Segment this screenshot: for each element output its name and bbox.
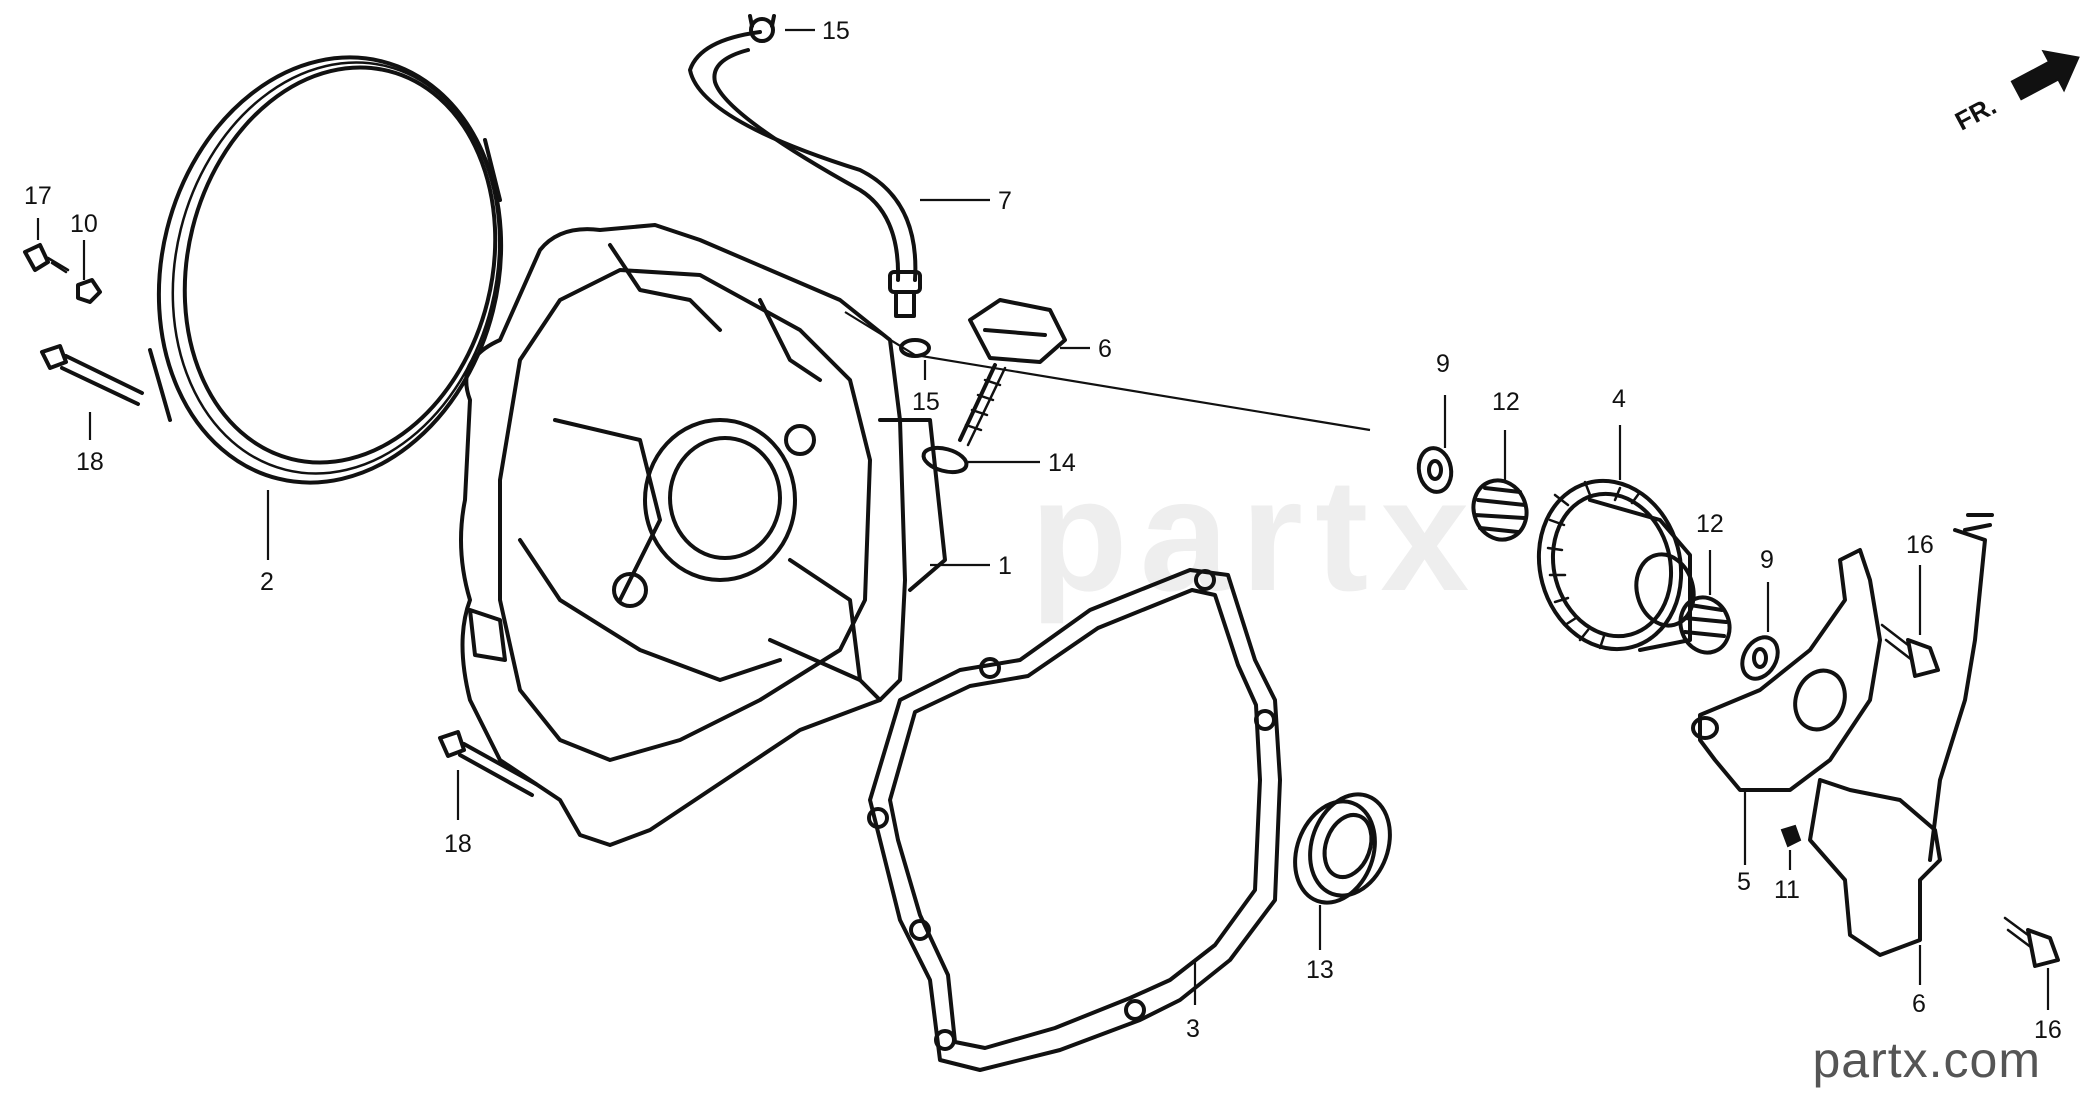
callout-3: 3 — [1186, 1015, 1200, 1043]
bolt-upper-right[interactable] — [1880, 623, 1940, 678]
callout-15-lower: 15 — [912, 388, 940, 416]
callout-5: 5 — [1737, 868, 1751, 896]
oil-seal[interactable] — [1282, 783, 1404, 914]
watermark: partx — [1030, 445, 1481, 624]
callout-10: 10 — [70, 210, 98, 238]
washer-upper[interactable] — [1415, 446, 1454, 495]
nut-small[interactable] — [76, 278, 102, 304]
callout-12-lower: 12 — [1696, 510, 1724, 538]
gear[interactable] — [1520, 465, 1701, 665]
callout-4: 4 — [1612, 385, 1626, 413]
callout-9-upper: 9 — [1436, 350, 1450, 378]
callout-18-lower: 18 — [444, 830, 472, 858]
brand-footer: partx.com — [1812, 1032, 2041, 1088]
callout-17: 17 — [24, 182, 52, 210]
governor-plate[interactable] — [1691, 548, 1882, 792]
oil-filler-cap[interactable] — [958, 298, 1067, 447]
long-bolt-lower[interactable] — [438, 730, 538, 797]
callout-16-lower: 16 — [2034, 1016, 2062, 1044]
cover-gasket[interactable] — [867, 568, 1282, 1072]
washer-lower[interactable] — [1735, 631, 1785, 685]
callout-15-top: 15 — [822, 17, 850, 45]
arrow-icon — [2010, 49, 2080, 101]
callout-1: 1 — [998, 552, 1012, 580]
callout-13: 13 — [1306, 956, 1334, 984]
callout-14: 14 — [1048, 449, 1076, 477]
callout-2: 2 — [260, 568, 274, 596]
bracket[interactable] — [1808, 513, 1994, 957]
bolt-lower-right[interactable] — [2003, 916, 2060, 968]
o-ring[interactable] — [921, 444, 969, 477]
leader-lines — [36, 28, 2050, 1010]
breather-tube[interactable] — [688, 30, 922, 318]
nut-bracket[interactable] — [1780, 824, 1802, 848]
bearing-upper[interactable] — [1465, 473, 1534, 547]
ring-belt[interactable] — [115, 21, 545, 520]
front-direction-arrow: FR. — [1950, 49, 2080, 136]
fr-label: FR. — [1950, 90, 2001, 136]
callout-18-upper: 18 — [76, 448, 104, 476]
crankcase-cover[interactable] — [459, 223, 947, 847]
callout-8: 6 — [1098, 335, 1112, 363]
callout-12-upper: 12 — [1492, 388, 1520, 416]
flange-bolt-small[interactable] — [23, 243, 70, 274]
long-bolt-upper[interactable] — [40, 344, 144, 406]
bearing-lower[interactable] — [1673, 590, 1737, 659]
tube-clip-top[interactable] — [748, 14, 776, 43]
callout-16-upper: 16 — [1906, 531, 1934, 559]
callout-9-lower: 9 — [1760, 546, 1774, 574]
callout-11: 11 — [1774, 876, 1800, 904]
callout-7: 7 — [998, 187, 1012, 215]
callout-6: 6 — [1912, 990, 1926, 1018]
